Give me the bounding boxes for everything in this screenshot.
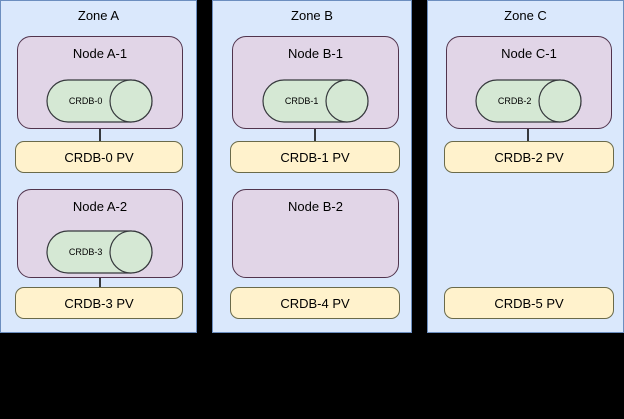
pv-crdb-3[interactable]: CRDB-3 PV [15,287,183,319]
pv-crdb-5-label: CRDB-5 PV [494,295,564,311]
node-a-1[interactable]: Node A-1 CRDB-0 [17,36,183,129]
pv-crdb-0-label: CRDB-0 PV [64,149,134,165]
pod-crdb-3-label: CRDB-3 [68,246,103,257]
connector-node-a-2-to-pv [99,278,101,288]
pv-crdb-1[interactable]: CRDB-1 PV [230,141,400,173]
connector-node-a-1-to-pv [99,129,101,142]
pv-crdb-4[interactable]: CRDB-4 PV [230,287,400,319]
pv-crdb-1-label: CRDB-1 PV [280,149,350,165]
zone-b-title: Zone B [291,8,333,23]
pod-crdb-3[interactable]: CRDB-3 [46,230,153,274]
zone-a[interactable]: Zone A Node A-1 CRDB-0 CRDB-0 PV Node A-… [0,0,197,333]
pod-crdb-1-label: CRDB-1 [284,95,319,106]
node-b-2-title: Node B-2 [288,199,343,214]
pv-crdb-2-label: CRDB-2 PV [494,149,564,165]
pod-crdb-2[interactable]: CRDB-2 [475,79,582,123]
pv-crdb-0[interactable]: CRDB-0 PV [15,141,183,173]
pod-crdb-2-label: CRDB-2 [497,95,532,106]
pv-crdb-3-label: CRDB-3 PV [64,295,134,311]
node-a-1-title: Node A-1 [72,46,128,61]
pv-crdb-5[interactable]: CRDB-5 PV [444,287,614,319]
node-a-2[interactable]: Node A-2 CRDB-3 [17,189,183,278]
node-a-2-title: Node A-2 [72,199,128,214]
zone-c[interactable]: Zone C Node C-1 CRDB-2 CRDB-2 PV CRDB-5 … [427,0,624,333]
node-c-1[interactable]: Node C-1 CRDB-2 [446,36,612,129]
pv-crdb-4-label: CRDB-4 PV [280,295,350,311]
pv-crdb-2[interactable]: CRDB-2 PV [444,141,614,173]
zone-b[interactable]: Zone B Node B-1 CRDB-1 CRDB-1 PV Node B-… [212,0,412,333]
node-c-1-title: Node C-1 [501,46,557,61]
pod-crdb-0-label: CRDB-0 [68,95,103,106]
connector-node-c-1-to-pv [527,129,529,142]
node-b-1[interactable]: Node B-1 CRDB-1 [232,36,399,129]
zone-a-title: Zone A [77,8,120,23]
node-b-2[interactable]: Node B-2 [232,189,399,278]
connector-node-b-1-to-pv [314,129,316,142]
pod-crdb-0[interactable]: CRDB-0 [46,79,153,123]
pod-crdb-1[interactable]: CRDB-1 [262,79,369,123]
zone-c-title: Zone C [504,8,547,23]
node-b-1-title: Node B-1 [288,46,343,61]
